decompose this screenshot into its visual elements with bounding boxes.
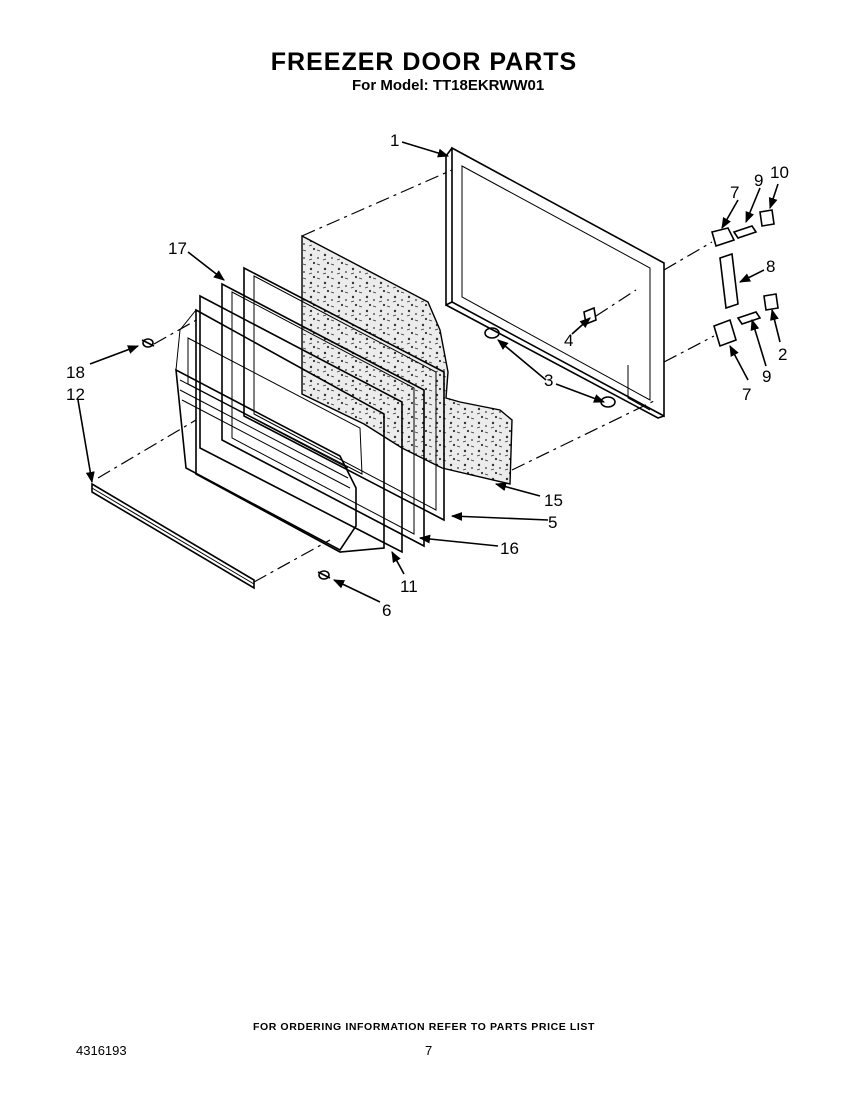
model-line: For Model: TT18EKRWW01: [352, 77, 544, 94]
callout-2: 2: [778, 345, 787, 364]
document-number: 4316193: [76, 1043, 127, 1058]
page-number: 7: [425, 1043, 433, 1058]
outer-door-panel: [445, 146, 665, 419]
callout-3: 3: [544, 371, 553, 390]
callout-9-top: 9: [754, 171, 763, 190]
callout-1: 1: [390, 131, 399, 150]
alignment-lines: [97, 169, 715, 583]
ordering-note: FOR ORDERING INFORMATION REFER TO PARTS …: [252, 1021, 596, 1033]
hinge-components: [711, 209, 779, 348]
leader-lines: [77, 141, 781, 603]
gasket-frames: [199, 266, 445, 554]
callout-16: 16: [500, 539, 519, 558]
callout-10: 10: [770, 163, 789, 182]
callout-12: 12: [66, 385, 85, 404]
callout-17: 17: [168, 239, 187, 258]
callout-7-top: 7: [730, 183, 739, 202]
callout-6: 6: [382, 601, 391, 620]
model-prefix: For Model:: [352, 77, 433, 94]
bumpers-and-clip: [484, 306, 616, 408]
callout-4: 4: [564, 331, 573, 350]
foam-insulation: [301, 234, 513, 485]
callout-numbers: 1 2 3 4 5 6 7 7 8 9 9 10 11 12 15 16 17 …: [66, 131, 789, 620]
page-title: FREEZER DOOR PARTS: [270, 48, 578, 76]
callout-9-bottom: 9: [762, 367, 771, 386]
callout-18: 18: [66, 363, 85, 382]
screws: [141, 338, 331, 580]
callout-7-bottom: 7: [742, 385, 751, 404]
callout-15: 15: [544, 491, 563, 510]
model-number: TT18EKRWW01: [432, 77, 545, 94]
callout-11: 11: [400, 577, 418, 596]
breaker-strip: [91, 482, 255, 590]
inner-door-liner: [175, 308, 385, 553]
callout-8: 8: [766, 257, 775, 276]
callout-5: 5: [548, 513, 557, 532]
